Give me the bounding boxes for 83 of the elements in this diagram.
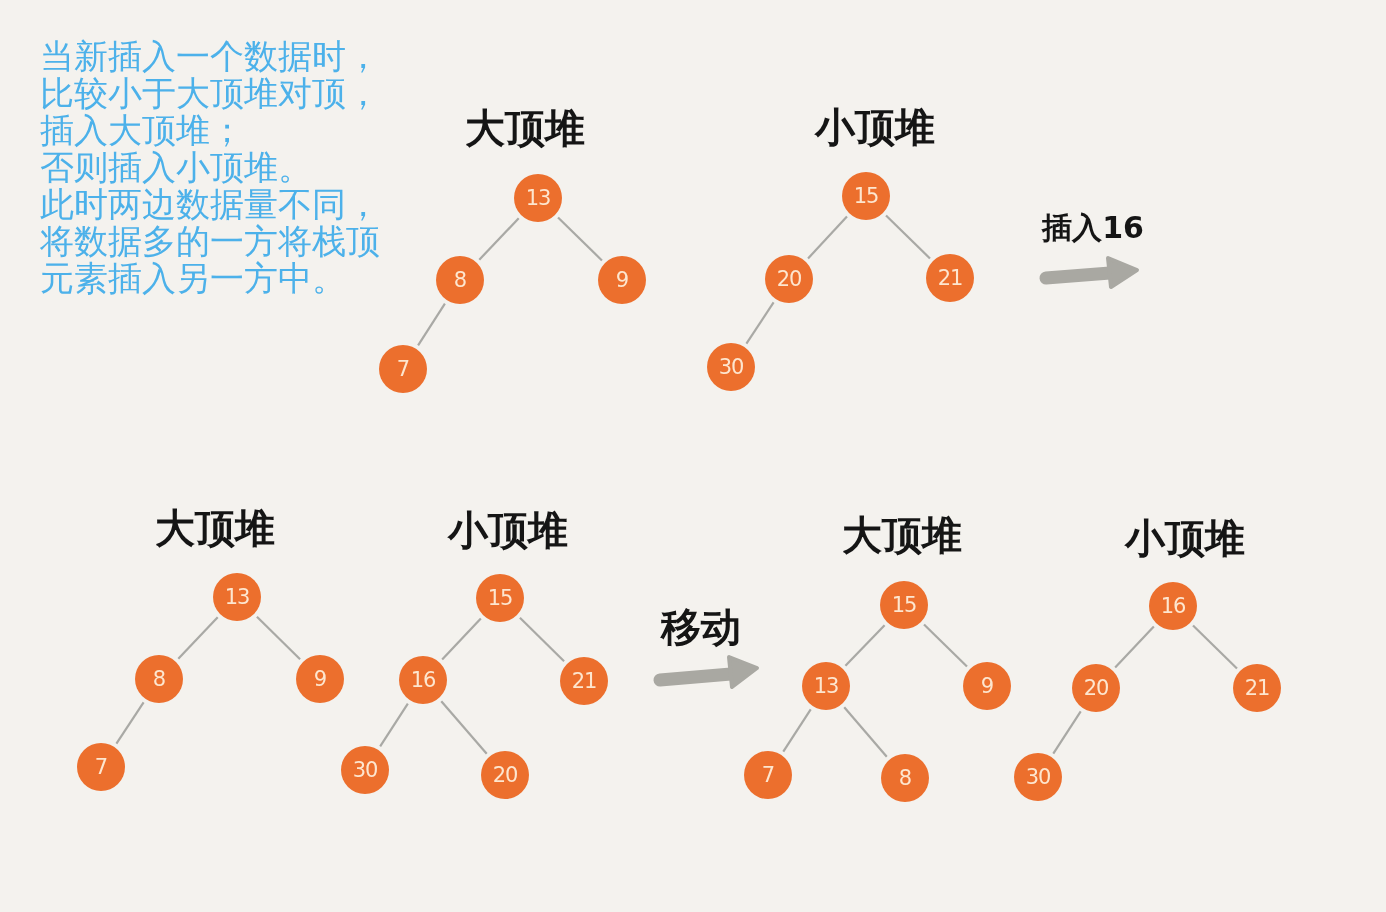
heap-node bbox=[802, 662, 850, 710]
instruction-text: 当新插入一个数据时，比较小于大顶堆对顶，插入大顶堆； bbox=[40, 38, 381, 149]
node-value: 7 bbox=[94, 756, 108, 778]
heap-node bbox=[296, 655, 344, 703]
heap-node bbox=[1149, 582, 1197, 630]
heap-node bbox=[963, 662, 1011, 710]
heap-title: 小顶堆 bbox=[815, 104, 935, 150]
node-value: 13 bbox=[525, 187, 551, 209]
heap-node bbox=[476, 574, 524, 622]
heap-node bbox=[707, 343, 755, 391]
heap-node bbox=[379, 345, 427, 393]
heap-title: 大顶堆 bbox=[155, 505, 275, 551]
tree-edge bbox=[844, 624, 886, 667]
node-value: 20 bbox=[1083, 677, 1109, 699]
tree-edge bbox=[923, 623, 968, 668]
node-value: 13 bbox=[813, 675, 839, 697]
tree-edge bbox=[1052, 710, 1082, 755]
heap-node bbox=[744, 751, 792, 799]
node-value: 30 bbox=[352, 759, 378, 781]
tree-edge bbox=[807, 215, 848, 260]
node-value: 7 bbox=[396, 358, 410, 380]
node-value: 30 bbox=[718, 356, 744, 378]
instruction-text: 否则插入小顶堆。 bbox=[40, 149, 313, 186]
heap-node bbox=[765, 255, 813, 303]
node-value: 15 bbox=[853, 185, 879, 207]
tree-edge bbox=[440, 700, 488, 755]
heap-node bbox=[881, 754, 929, 802]
node-value: 16 bbox=[410, 669, 436, 691]
tree-edge bbox=[177, 616, 219, 660]
step-label: 插入16 bbox=[1042, 210, 1144, 246]
heap-node bbox=[399, 656, 447, 704]
heap-title: 小顶堆 bbox=[1125, 515, 1245, 561]
tree-edge bbox=[1114, 625, 1155, 669]
tree-edge bbox=[885, 214, 931, 260]
heap-title: 大顶堆 bbox=[465, 105, 585, 151]
heap-node bbox=[213, 573, 261, 621]
node-value: 21 bbox=[571, 670, 597, 692]
node-value: 21 bbox=[937, 267, 963, 289]
heap-node bbox=[926, 254, 974, 302]
node-value: 9 bbox=[980, 675, 994, 697]
node-value: 30 bbox=[1025, 766, 1051, 788]
instruction-text: 此时两边数据量不同，将数据多的一方将栈顶元素插入另一方中。 bbox=[40, 186, 381, 297]
heap-node bbox=[1072, 664, 1120, 712]
node-value: 16 bbox=[1160, 595, 1186, 617]
heap-title: 小顶堆 bbox=[448, 507, 568, 553]
tree-edge bbox=[519, 616, 565, 663]
heap-node bbox=[341, 746, 389, 794]
node-value: 21 bbox=[1244, 677, 1270, 699]
step-label: 移动 bbox=[661, 604, 741, 650]
node-value: 15 bbox=[891, 594, 917, 616]
heap-node bbox=[598, 256, 646, 304]
tree-edge bbox=[441, 617, 482, 661]
heap-node bbox=[842, 172, 890, 220]
node-value: 9 bbox=[313, 668, 327, 690]
tree-edge bbox=[1192, 624, 1238, 670]
heap-node bbox=[514, 174, 562, 222]
heap-node bbox=[135, 655, 183, 703]
tree-edge bbox=[256, 615, 301, 661]
heap-node bbox=[436, 256, 484, 304]
heap-node bbox=[481, 751, 529, 799]
node-value: 20 bbox=[776, 268, 802, 290]
node-value: 20 bbox=[492, 764, 518, 786]
tree-edge bbox=[557, 216, 603, 262]
node-value: 8 bbox=[152, 668, 166, 690]
heap-title: 大顶堆 bbox=[842, 512, 962, 558]
node-value: 15 bbox=[487, 587, 513, 609]
tree-edge bbox=[745, 301, 775, 345]
tree-edge bbox=[782, 708, 812, 753]
node-value: 9 bbox=[615, 269, 629, 291]
node-value: 7 bbox=[761, 764, 775, 786]
heap-node bbox=[560, 657, 608, 705]
tree-edge bbox=[478, 217, 520, 261]
tree-edge bbox=[379, 702, 409, 748]
node-value: 8 bbox=[453, 269, 467, 291]
heap-node bbox=[77, 743, 125, 791]
tree-edge bbox=[417, 303, 446, 346]
tree-edge bbox=[115, 701, 145, 745]
node-value: 8 bbox=[898, 767, 912, 789]
heap-node bbox=[1233, 664, 1281, 712]
tree-edge bbox=[843, 706, 888, 758]
heap-node bbox=[1014, 753, 1062, 801]
node-value: 13 bbox=[224, 586, 250, 608]
heap-node bbox=[880, 581, 928, 629]
